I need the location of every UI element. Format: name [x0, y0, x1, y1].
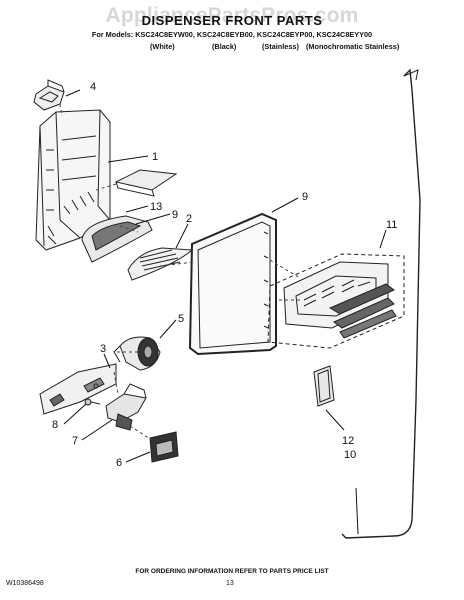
part-6-pad [149, 431, 179, 463]
variant-black: (Black) [212, 42, 237, 51]
part-9-frame [188, 212, 277, 356]
ordering-note: FOR ORDERING INFORMATION REFER TO PARTS … [135, 568, 329, 575]
part-10-water-tube [341, 68, 421, 539]
part-12-light-lens [313, 365, 335, 407]
callout-leaders [63, 89, 387, 535]
part-3-switch-bracket [39, 363, 117, 415]
callout-5: 5 [178, 313, 184, 325]
part-1-dispenser-housing [35, 109, 111, 251]
variant-monochromatic-stainless: (Monochromatic Stainless) [306, 42, 400, 51]
part-8-screw [84, 398, 101, 406]
part-4-bracket [33, 79, 65, 111]
callout-9-frame: 9 [302, 191, 308, 203]
watermark: AppliancePartsPros.com [105, 4, 359, 27]
part-7-actuator [105, 383, 147, 431]
callout-11: 11 [386, 219, 397, 231]
callout-3: 3 [100, 343, 106, 355]
document-number: W10386498 [6, 580, 44, 587]
callout-10: 10 [344, 449, 356, 461]
callout-labels: 4 1 13 9 2 9 11 5 3 8 7 6 12 10 [52, 81, 397, 469]
part-2-grille [127, 247, 194, 281]
assembly-guide-lines [59, 103, 301, 441]
callout-1: 1 [152, 151, 158, 163]
variant-white: (White) [150, 42, 175, 51]
callout-12: 12 [342, 435, 354, 447]
callout-6: 6 [116, 457, 122, 469]
callout-8: 8 [52, 419, 58, 431]
callout-4: 4 [90, 81, 96, 93]
callout-2: 2 [186, 213, 192, 225]
callout-7: 7 [72, 435, 78, 447]
part-1-shelf-panel [114, 169, 178, 197]
page-title: DISPENSER FRONT PARTS [141, 13, 323, 28]
page-number: 13 [226, 580, 234, 587]
part-5-motor [113, 336, 161, 371]
models-line: For Models: KSC24C8EYW00, KSC24C8EYB00, … [91, 30, 373, 39]
callout-9-tray: 9 [172, 209, 178, 221]
variant-stainless: (Stainless) [262, 42, 299, 51]
callout-13: 13 [150, 201, 162, 213]
part-11-control-board [267, 253, 405, 349]
